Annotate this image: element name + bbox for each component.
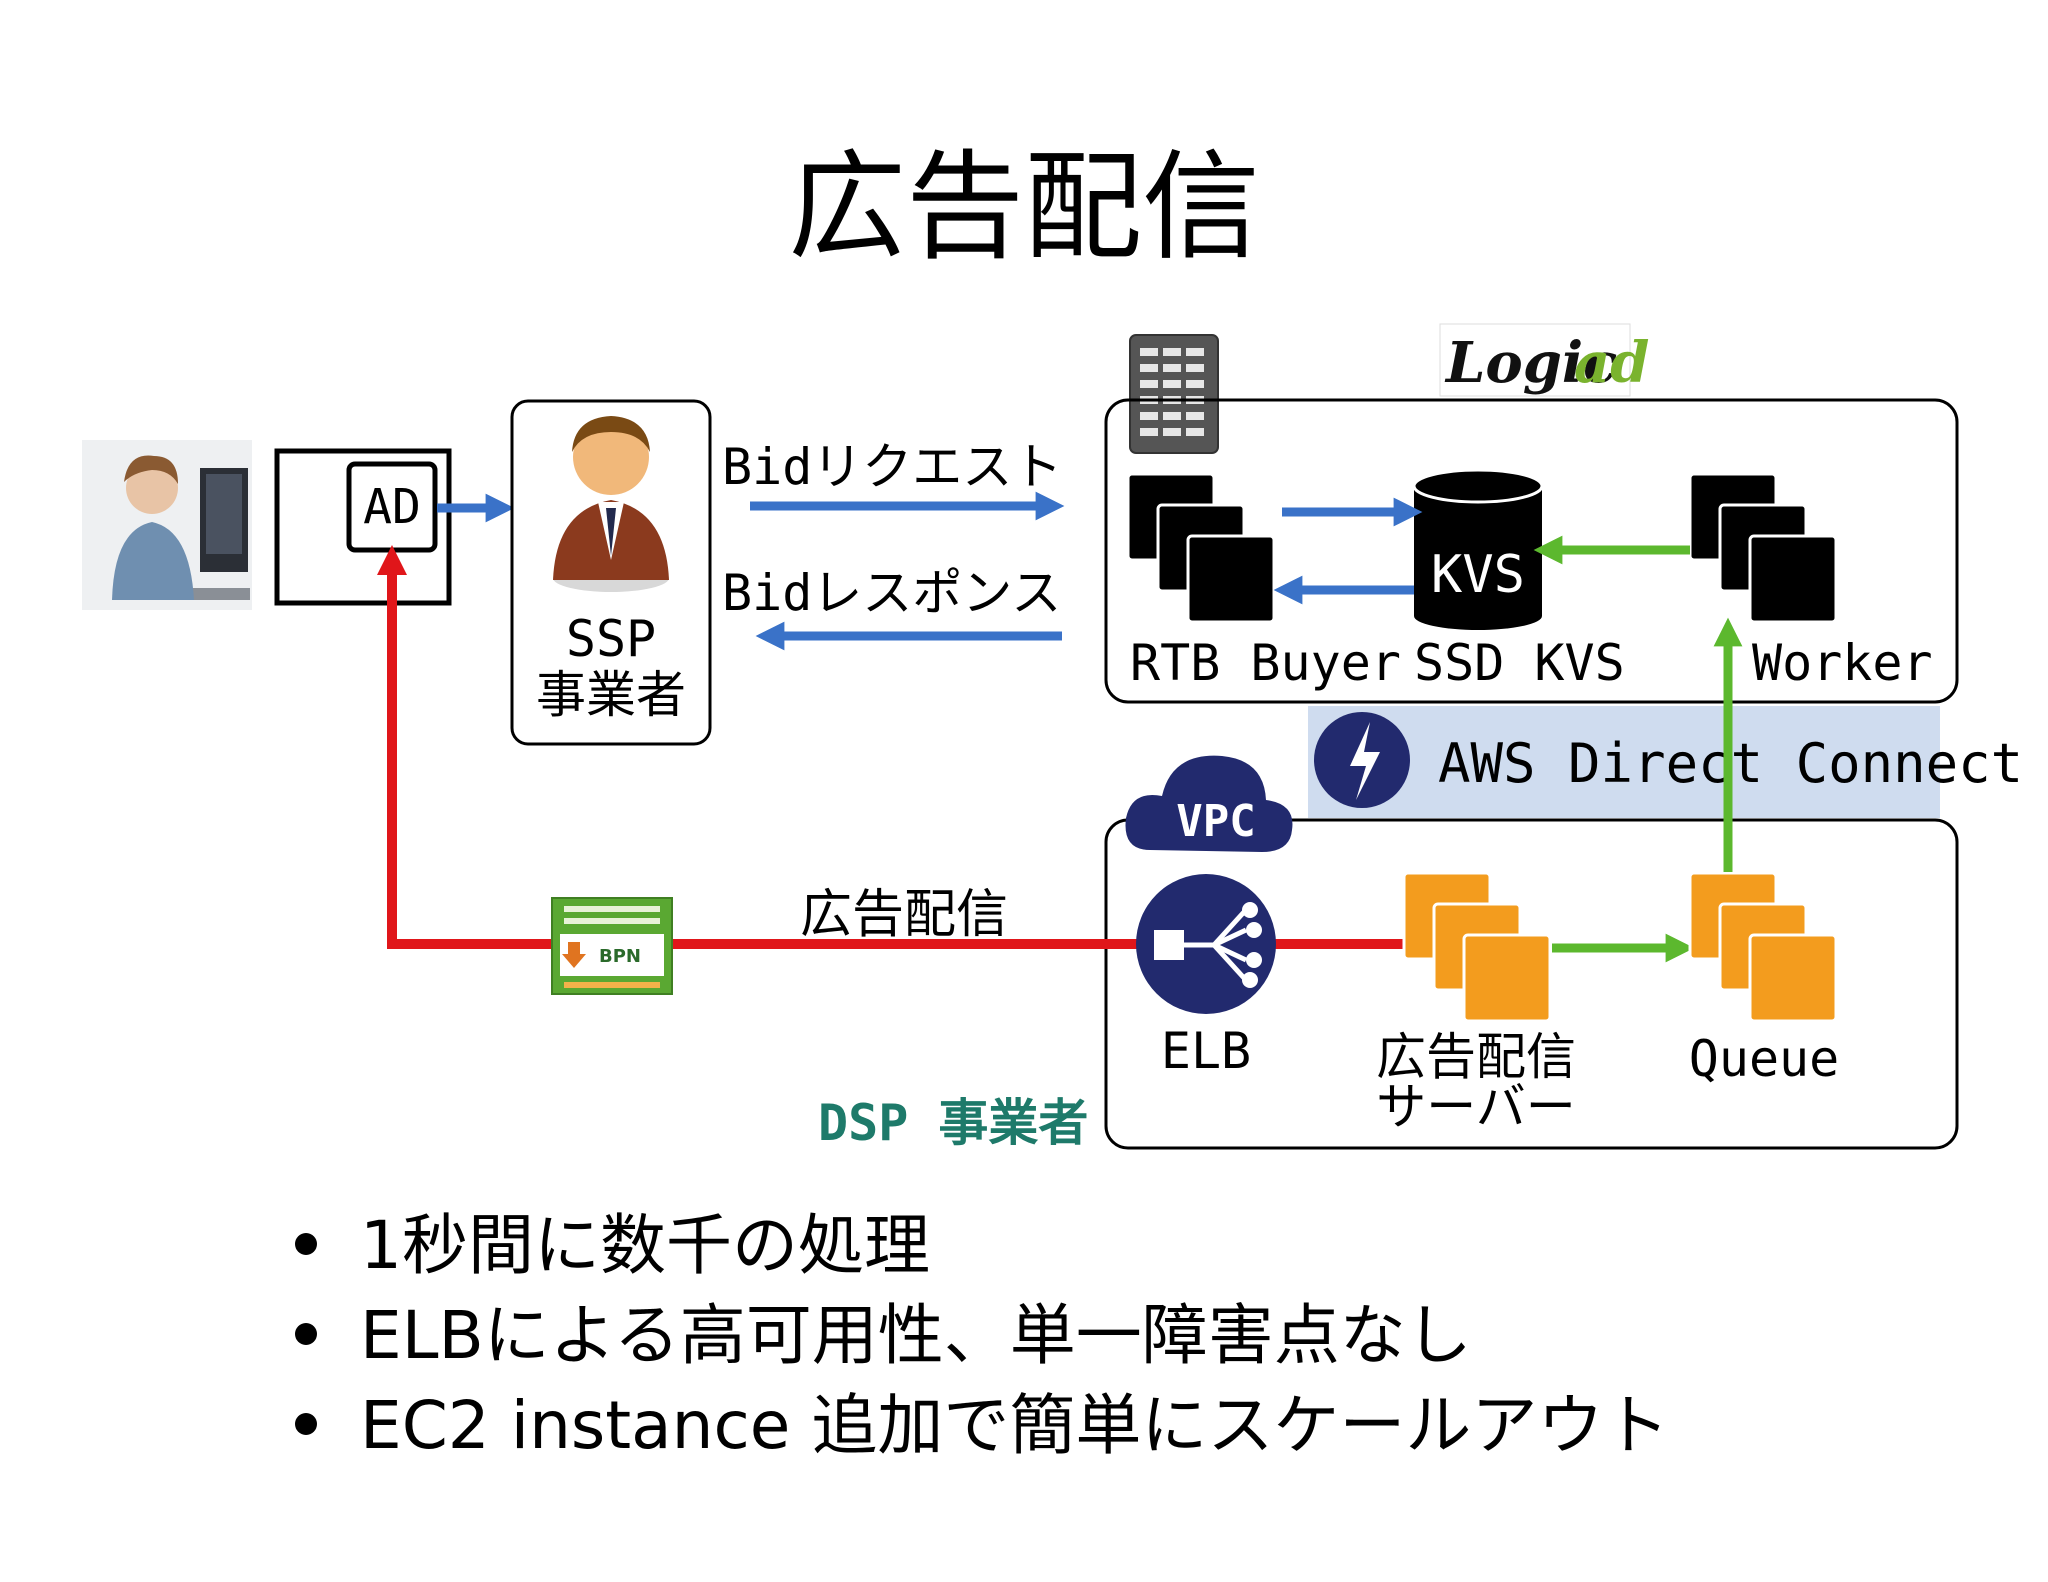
bullet-list: 1秒間に数千の処理 ELBによる高可用性、単一障害点なし EC2 instanc…: [295, 1207, 1669, 1464]
ssp-label-line2: 事業者: [536, 666, 686, 724]
queue-icon: [1688, 871, 1838, 1023]
bullet-dot: [295, 1233, 317, 1255]
vpc-cloud-icon: VPC: [1125, 755, 1293, 852]
bid-request-label: Bidリクエスト: [722, 438, 1062, 496]
logo-text-dark: Logic: [1444, 330, 1617, 396]
ssp-box: SSP 事業者: [510, 399, 712, 746]
bid-response-label: Bidレスポンス: [722, 564, 1061, 622]
page-title: 広告配信: [788, 138, 1260, 276]
bullet-3: EC2 instance 追加で簡単にスケールアウト: [360, 1387, 1669, 1464]
ad-server-label-line2: サーバー: [1376, 1078, 1576, 1136]
ad-delivery-path: [377, 545, 1140, 949]
user-photo: [82, 440, 252, 610]
elb-label: ELB: [1161, 1022, 1251, 1080]
logicad-logo: Logic ad: [1439, 323, 1649, 397]
person-icon: [553, 416, 669, 592]
elb-icon: [1136, 874, 1276, 1014]
ad-frame: AD: [274, 448, 452, 606]
rtb-buyer-server-icon: [1126, 472, 1276, 624]
ad-server-label-line1: 広告配信: [1376, 1028, 1576, 1086]
logicad-onprem-box: RTB Buyer KVS SSD KVS Worker: [1104, 398, 1959, 704]
ad-label: AD: [363, 479, 421, 535]
ssd-kvs-label: SSD KVS: [1414, 634, 1625, 692]
kvs-database-icon: KVS: [1412, 468, 1544, 630]
logo-text-green: ad: [1574, 330, 1649, 396]
bpn-badge: BPN: [551, 897, 673, 995]
bullet-dot: [295, 1323, 317, 1345]
bullet-dot: [295, 1413, 317, 1435]
worker-label: Worker: [1752, 634, 1933, 692]
delivery-label: 広告配信: [800, 885, 1008, 945]
rtb-buyer-label: RTB Buyer: [1130, 634, 1401, 692]
worker-server-icon: [1688, 472, 1838, 624]
bullet-1: 1秒間に数千の処理: [360, 1207, 930, 1284]
aws-vpc-box: [1104, 818, 1959, 1150]
bpn-badge-text: BPN: [599, 946, 641, 967]
bullet-2: ELBによる高可用性、単一障害点なし: [360, 1297, 1472, 1374]
queue-label: Queue: [1689, 1030, 1840, 1088]
kvs-label: KVS: [1431, 545, 1525, 605]
vpc-label: VPC: [1176, 796, 1255, 847]
datacenter-icon: [1129, 334, 1219, 454]
aws-direct-connect-band: AWS Direct Connect: [1308, 706, 2023, 818]
dsp-label: DSP 事業者: [818, 1094, 1088, 1152]
ad-server-icon: [1402, 871, 1552, 1023]
ssp-label-line1: SSP: [566, 610, 656, 668]
